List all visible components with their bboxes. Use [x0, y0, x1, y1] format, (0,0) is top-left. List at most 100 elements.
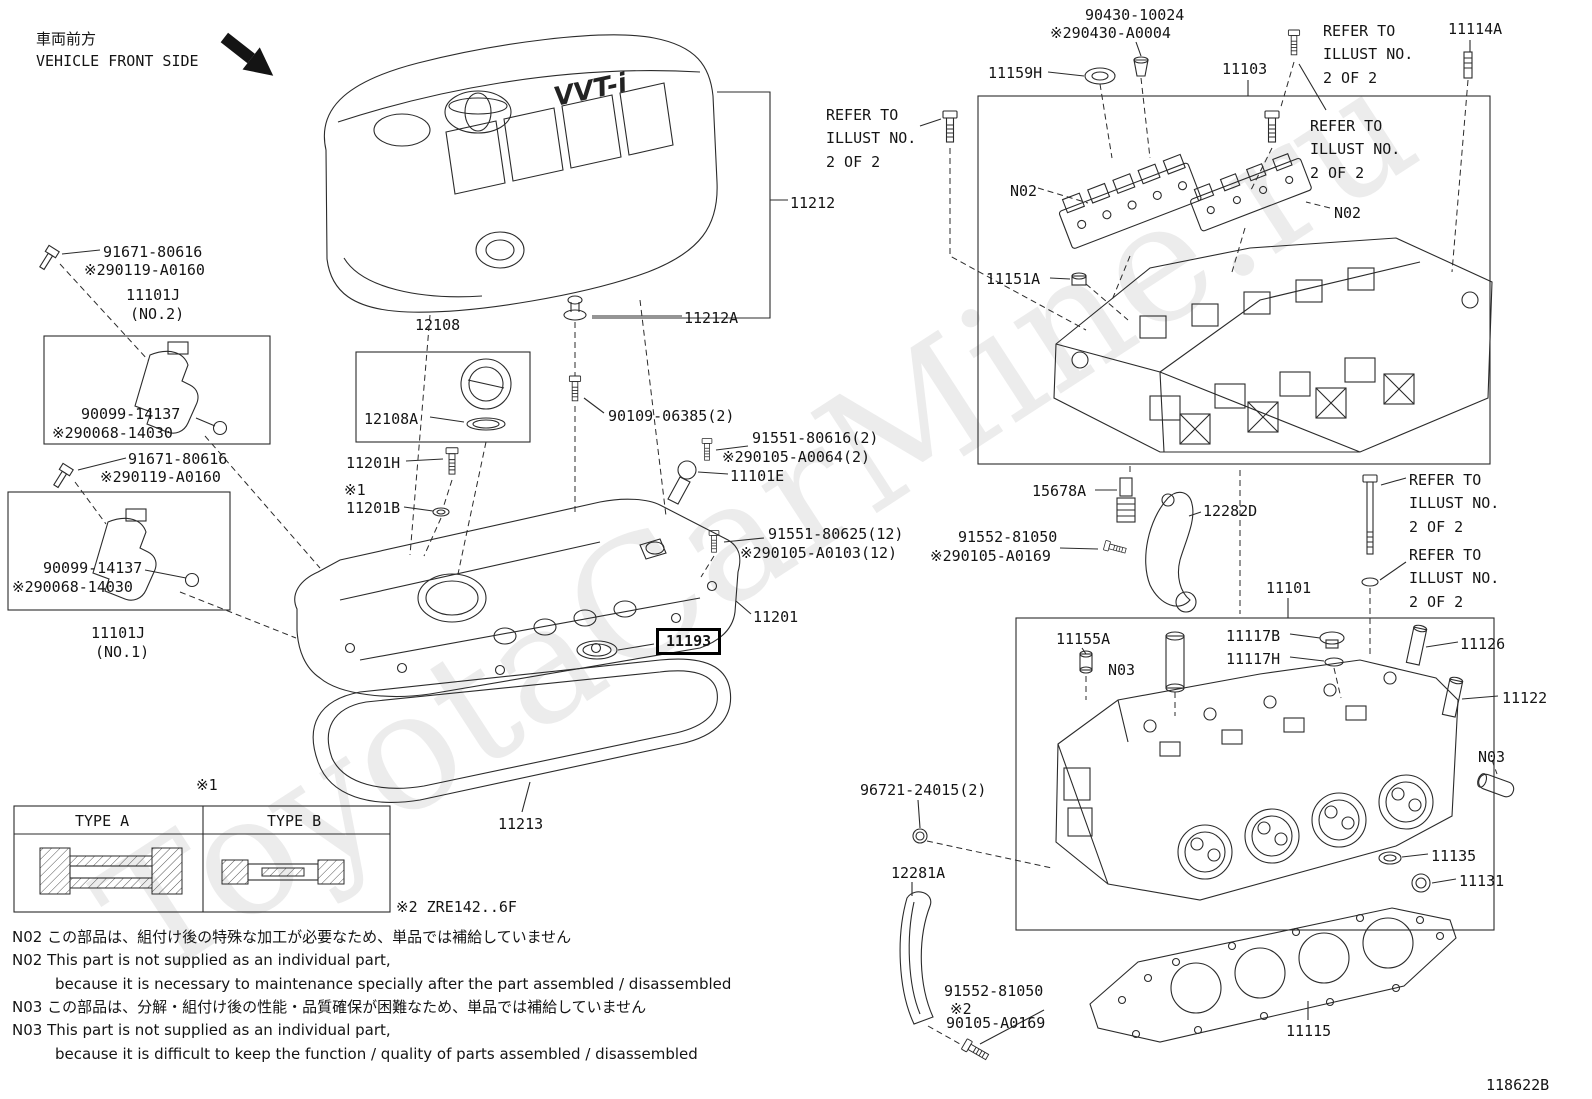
washer-long-bolt-icon [1361, 577, 1379, 587]
part-label-90099-a: 90099-14137 [81, 405, 181, 423]
part-label-11101: 11101 [1266, 579, 1312, 597]
part-label-11126: 11126 [1460, 635, 1506, 653]
camshaft-assembly-box [977, 95, 1491, 465]
head-gasket-drawing [1089, 907, 1457, 1043]
part-label-90099-b: 90099-14137 [43, 559, 143, 577]
note-n03-en1: N03 This part is not supplied as an indi… [12, 1021, 391, 1039]
part-label-11101E: 11101E [730, 467, 785, 485]
note-n02-en2: because it is necessary to maintenance s… [55, 975, 732, 993]
part-label-90119-b: ※290119-A0160 [100, 468, 221, 486]
seal-11193-icon [576, 640, 618, 660]
part-label-12108A: 12108A [364, 410, 419, 428]
part-label-11212: 11212 [790, 194, 836, 212]
front-side-label-en: VEHICLE FRONT SIDE [36, 52, 199, 70]
engine-cover-drawing: VVT-i [323, 34, 718, 313]
tube-n03-icon [1165, 631, 1185, 693]
union-15678A-icon [1116, 477, 1136, 523]
part-label-no2-caption: (NO.2) [130, 305, 185, 323]
front-direction-arrow [220, 32, 274, 76]
washer-11201B-icon [432, 507, 450, 517]
note-n02-jp: N02 この部品は、組付け後の特殊な加工が必要なため、単品では補給していません [12, 928, 572, 946]
footnote-k2-solo: ※2 [950, 1000, 972, 1018]
part-label-11212A: 11212A [684, 309, 739, 327]
valve-guide-11122-icon [1441, 676, 1464, 718]
refer-note-4: REFER TO ILLUST NO. 2 OF 2 [1409, 471, 1500, 536]
part-label-11103: 11103 [1222, 60, 1268, 78]
part-label-90068-b: ※290068-14030 [12, 578, 133, 596]
note-ref-n02-b: N02 [1334, 204, 1362, 222]
part-label-12282D: 12282D [1203, 502, 1258, 520]
part-label-11122: 11122 [1502, 689, 1548, 707]
ignition-coil-no2 [43, 335, 271, 445]
part-label-11135: 11135 [1431, 847, 1477, 865]
part-label-11151A: 11151A [986, 270, 1041, 288]
ring-96721-icon [912, 828, 928, 844]
part-label-90119-a: ※290119-A0160 [84, 261, 205, 279]
stud-90109-icon [568, 375, 582, 402]
long-bolt-icon [1362, 474, 1378, 555]
part-label-11114A: 11114A [1448, 20, 1503, 38]
note-n03-jp: N03 この部品は、分解・組付け後の性能・品質確保が困難なため、単品では補給して… [12, 998, 647, 1016]
cap-11117B-icon [1319, 631, 1345, 649]
part-label-91671-b: 91671-80616 [128, 450, 228, 468]
oil-cap-drawing [355, 351, 531, 443]
bolt-91552-bottom-icon [960, 1038, 991, 1063]
dowel-11155A-icon [1079, 650, 1093, 674]
pipe-n03-icon [1477, 773, 1515, 798]
part-label-12281A: 12281A [891, 864, 946, 882]
hook-12281A-drawing [899, 891, 934, 1025]
bolt-11201H-icon [445, 447, 459, 475]
note-ref-n03-a: N03 [1108, 661, 1136, 679]
bearing-cap-strip-2 [1190, 153, 1312, 232]
part-label-11131: 11131 [1459, 872, 1505, 890]
bolt-topright-icon [1287, 29, 1301, 56]
part-label-90109: 90109-06385(2) [608, 407, 735, 425]
part-label-91551-a: 91551-80616(2) [752, 429, 879, 447]
part-label-11101J-no2: 11101J [126, 286, 181, 304]
stud-11114A-icon [1463, 51, 1473, 79]
note-n02-en1: N02 This part is not supplied as an indi… [12, 951, 391, 969]
part-label-11201B: 11201B [346, 499, 401, 517]
clip-11159H-icon [1084, 67, 1116, 85]
part-label-11201H: 11201H [346, 454, 401, 472]
ignition-coil-no1 [7, 491, 231, 611]
valve-guide-11126-icon [1405, 624, 1428, 666]
part-label-12108: 12108 [415, 316, 461, 334]
part-label-11115: 11115 [1286, 1022, 1332, 1040]
variant-note: ※2 ZRE142..6F [396, 898, 517, 916]
part-label-90430-sub: ※290430-A0004 [1050, 24, 1171, 42]
footnote-k1-b: ※1 [196, 776, 218, 794]
bolt-91552-right-icon [1102, 539, 1128, 556]
bolt-topleft-icon [942, 110, 958, 143]
note-ref-n03-b: N03 [1478, 748, 1506, 766]
plug-11135-icon [1378, 851, 1402, 865]
diagram-code: 118622B [1486, 1076, 1550, 1094]
footnote-k1-a: ※1 [344, 481, 366, 499]
part-label-11155A: 11155A [1056, 630, 1111, 648]
grommet-11212A [563, 295, 587, 321]
part-label-11201: 11201 [753, 608, 799, 626]
note-ref-n02-a: N02 [1010, 182, 1038, 200]
part-label-90105-a: ※290105-A0064(2) [722, 448, 871, 466]
part-label-11101J-no1: 11101J [91, 624, 146, 642]
refer-note-5: REFER TO ILLUST NO. 2 OF 2 [1409, 546, 1500, 611]
type-b-header: TYPE B [267, 812, 322, 830]
refer-note-3: REFER TO ILLUST NO. 2 OF 2 [1310, 117, 1401, 182]
part-label-90430: 90430-10024 [1085, 6, 1185, 24]
coil-bolt-no1-icon [53, 462, 74, 489]
cam-sensor-11101E [667, 460, 697, 505]
refer-note-2: REFER TO ILLUST NO. 2 OF 2 [826, 106, 917, 171]
note-n03-en2: because it is difficult to keep the func… [55, 1045, 698, 1063]
assembly-dashed-lines [59, 61, 1498, 1045]
bearing-cap-strip-1 [1058, 153, 1202, 249]
part-label-90105-b: ※290105-A0103(12) [740, 544, 898, 562]
part-label-no1-caption: (NO.1) [95, 643, 150, 661]
front-side-label-jp: 車両前方 [36, 30, 97, 48]
part-label-91551-b: 91551-80625(12) [768, 525, 904, 543]
cylinder-head-box [1015, 617, 1495, 931]
part-label-91552-a: 91552-81050 [958, 528, 1058, 546]
part-label-96721: 96721-24015(2) [860, 781, 987, 799]
type-table [13, 805, 391, 913]
